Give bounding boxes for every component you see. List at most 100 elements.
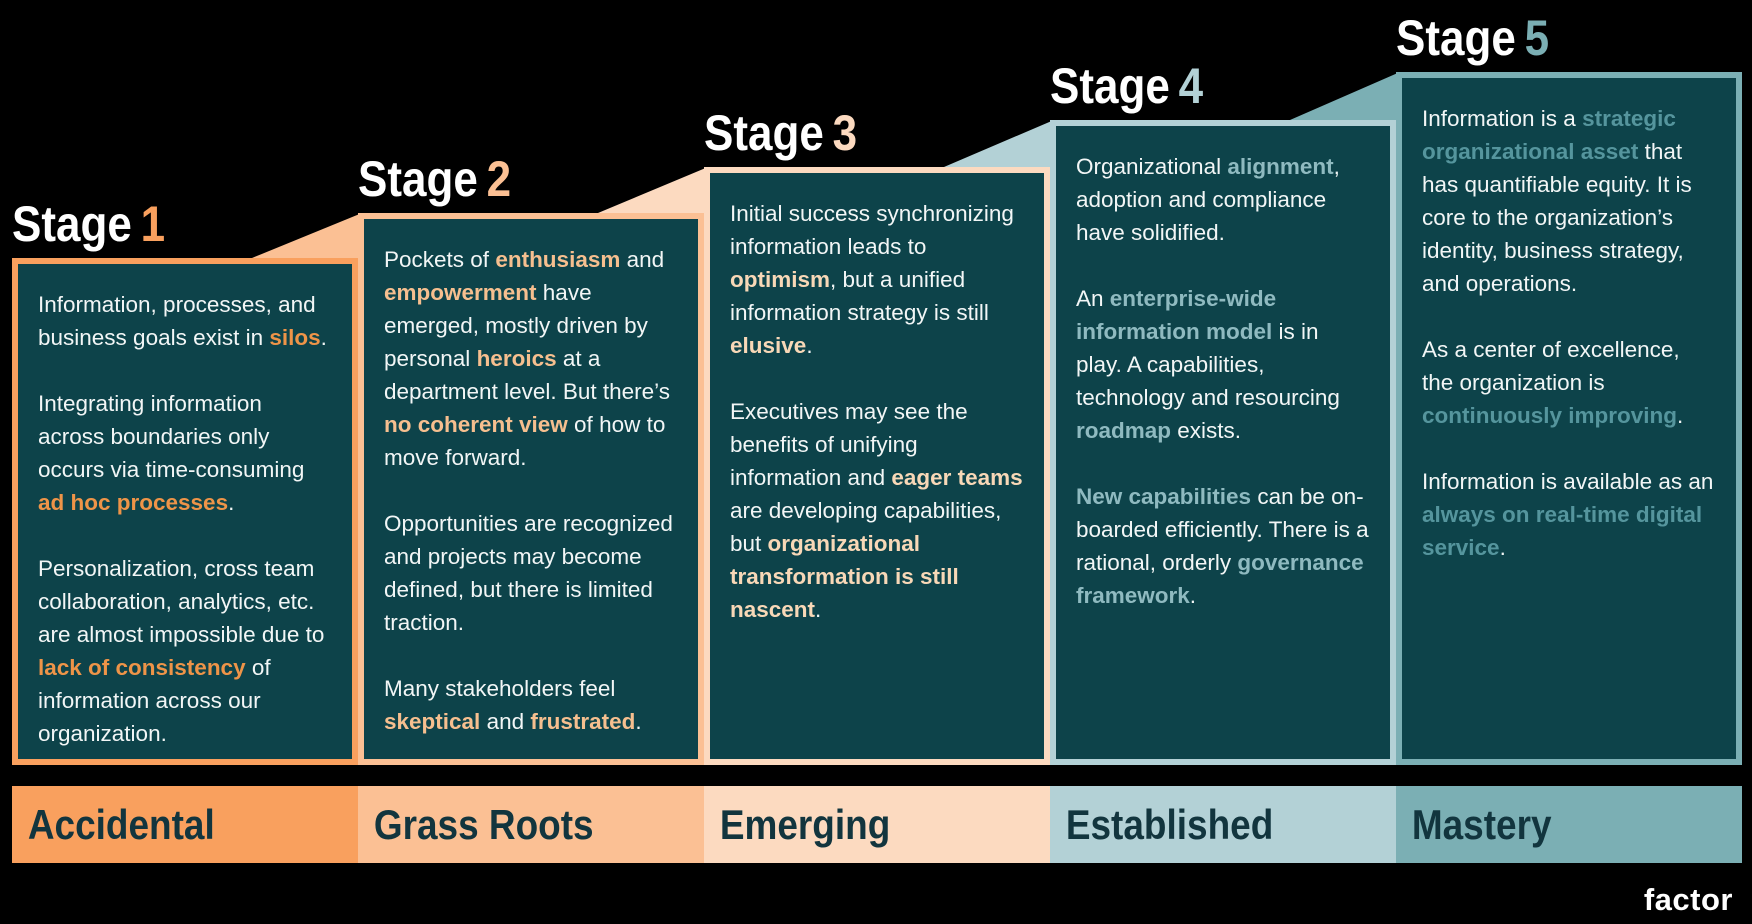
highlight-text: ad hoc processes bbox=[38, 490, 229, 515]
paragraph-text: , adoption and compliance have solidifie… bbox=[1076, 154, 1340, 245]
stage-ramp bbox=[944, 120, 1054, 167]
stage-paragraph: Executives may see the benefits of unify… bbox=[730, 395, 1024, 626]
paragraph-text: Organizational bbox=[1076, 154, 1228, 179]
highlight-text: organizational transformation is still n… bbox=[730, 531, 959, 622]
stage-paragraph: Pockets of enthusiasm and empowerment ha… bbox=[384, 243, 678, 474]
paragraph-text: . bbox=[806, 333, 813, 358]
maturity-level-label: Grass Roots bbox=[373, 801, 594, 848]
highlight-text: elusive bbox=[730, 333, 807, 358]
highlight-text: alignment bbox=[1227, 154, 1334, 179]
paragraph-text: . bbox=[320, 325, 327, 350]
paragraph-text: Information, processes, and business goa… bbox=[38, 292, 316, 350]
highlight-text: frustrated bbox=[530, 709, 636, 734]
paragraph-text: . bbox=[1677, 403, 1684, 428]
paragraph-text: . bbox=[228, 490, 235, 515]
stage-number: 4 bbox=[1178, 58, 1204, 114]
stage-card: Information is a strategic organizationa… bbox=[1396, 72, 1742, 765]
stage-number: 3 bbox=[832, 105, 858, 161]
paragraph-text: that has quantifiable equity. It is core… bbox=[1422, 139, 1692, 296]
stage-title-word: Stage bbox=[1396, 10, 1516, 66]
paragraph-text: at a department level. But there’s bbox=[384, 346, 670, 404]
paragraph-text: exists. bbox=[1171, 418, 1242, 443]
highlight-text: heroics bbox=[476, 346, 557, 371]
maturity-level-label: Established bbox=[1065, 801, 1274, 848]
paragraph-text: Integrating information across boundarie… bbox=[38, 391, 305, 482]
stage-paragraph: An enterprise-wide information model is … bbox=[1076, 282, 1370, 447]
highlight-text: New capabilities bbox=[1076, 484, 1252, 509]
highlight-text: eager teams bbox=[891, 465, 1023, 490]
highlight-text: skeptical bbox=[384, 709, 481, 734]
highlight-text: governance framework bbox=[1076, 550, 1364, 608]
stage-card: Initial success synchronizing informatio… bbox=[704, 167, 1050, 765]
stage-paragraph: Information is available as an always on… bbox=[1422, 465, 1716, 564]
paragraph-text: and bbox=[480, 709, 531, 734]
paragraph-text: have emerged, mostly driven by personal bbox=[384, 280, 648, 371]
paragraph-text: . bbox=[815, 597, 822, 622]
stage-number: 5 bbox=[1524, 10, 1550, 66]
maturity-level-label: Accidental bbox=[27, 801, 215, 848]
highlight-text: optimism bbox=[730, 267, 831, 292]
stage-card: Pockets of enthusiasm and empowerment ha… bbox=[358, 213, 704, 765]
highlight-text: enterprise-wide information model bbox=[1076, 286, 1277, 344]
maturity-level-label: Emerging bbox=[719, 801, 891, 848]
paragraph-text: Pockets of bbox=[384, 247, 496, 272]
paragraph-text: Opportunities are recognized and project… bbox=[384, 511, 673, 635]
highlight-text: lack of consistency bbox=[38, 655, 246, 680]
paragraph-text: . bbox=[1499, 535, 1506, 560]
stage-paragraph: As a center of excellence, the organizat… bbox=[1422, 333, 1716, 432]
paragraph-text: An bbox=[1076, 286, 1110, 311]
stage-ramp bbox=[1290, 72, 1400, 120]
paragraph-text: Information is a bbox=[1422, 106, 1583, 131]
maturity-level-label: Mastery bbox=[1411, 801, 1552, 848]
stage-ramp bbox=[598, 167, 708, 213]
paragraph-text: can be on-boarded efficiently. There is … bbox=[1076, 484, 1369, 575]
paragraph-text: is in play. A capabilities, technology a… bbox=[1076, 319, 1340, 410]
stage-title-word: Stage bbox=[358, 151, 478, 207]
highlight-text: no coherent view bbox=[384, 412, 568, 437]
maturity-bar-block: Mastery bbox=[1396, 786, 1742, 863]
maturity-bar-block: Established bbox=[1050, 786, 1396, 863]
paragraph-text: Initial success synchronizing informatio… bbox=[730, 201, 1014, 259]
stage-paragraph: New capabilities can be on-boarded effic… bbox=[1076, 480, 1370, 612]
stage-paragraph: Information, processes, and business goa… bbox=[38, 288, 332, 354]
paragraph-text: Personalization, cross team collaboratio… bbox=[38, 556, 325, 647]
stage-paragraph: Personalization, cross team collaboratio… bbox=[38, 552, 332, 750]
stage-paragraph: Many stakeholders feel skeptical and fru… bbox=[384, 672, 678, 738]
paragraph-text: . bbox=[635, 709, 642, 734]
stage-number: 2 bbox=[486, 151, 512, 207]
stage-number: 1 bbox=[140, 196, 166, 252]
stage-paragraph: Opportunities are recognized and project… bbox=[384, 507, 678, 639]
paragraph-text: , but a unified information strategy is … bbox=[730, 267, 989, 325]
stage-paragraph: Integrating information across boundarie… bbox=[38, 387, 332, 519]
maturity-bar-block: Emerging bbox=[704, 786, 1050, 863]
stage-paragraph: Information is a strategic organizationa… bbox=[1422, 102, 1716, 300]
paragraph-text: and bbox=[620, 247, 665, 272]
highlight-text: empowerment bbox=[384, 280, 537, 305]
maturity-bar-block: Grass Roots bbox=[358, 786, 704, 863]
stage-title-word: Stage bbox=[1050, 58, 1170, 114]
stage-card: Information, processes, and business goa… bbox=[12, 258, 358, 765]
stage-paragraph: Organizational alignment, adoption and c… bbox=[1076, 150, 1370, 249]
maturity-bar-block: Accidental bbox=[12, 786, 358, 863]
factor-logo: factor bbox=[1643, 882, 1733, 917]
paragraph-text: of how to move forward. bbox=[384, 412, 666, 470]
paragraph-text: Many stakeholders feel bbox=[384, 676, 616, 701]
paragraph-text: As a center of excellence, the organizat… bbox=[1422, 337, 1680, 395]
stage-title-word: Stage bbox=[12, 196, 132, 252]
paragraph-text: Information is available as an bbox=[1422, 469, 1714, 494]
highlight-text: continuously improving bbox=[1422, 403, 1678, 428]
stage-title-word: Stage bbox=[704, 105, 824, 161]
paragraph-text: of information across our organization. bbox=[38, 655, 271, 746]
paragraph-text: are developing capabilities, but bbox=[730, 498, 1002, 556]
stage-paragraph: Initial success synchronizing informatio… bbox=[730, 197, 1024, 362]
paragraph-text: Executives may see the benefits of unify… bbox=[730, 399, 968, 490]
